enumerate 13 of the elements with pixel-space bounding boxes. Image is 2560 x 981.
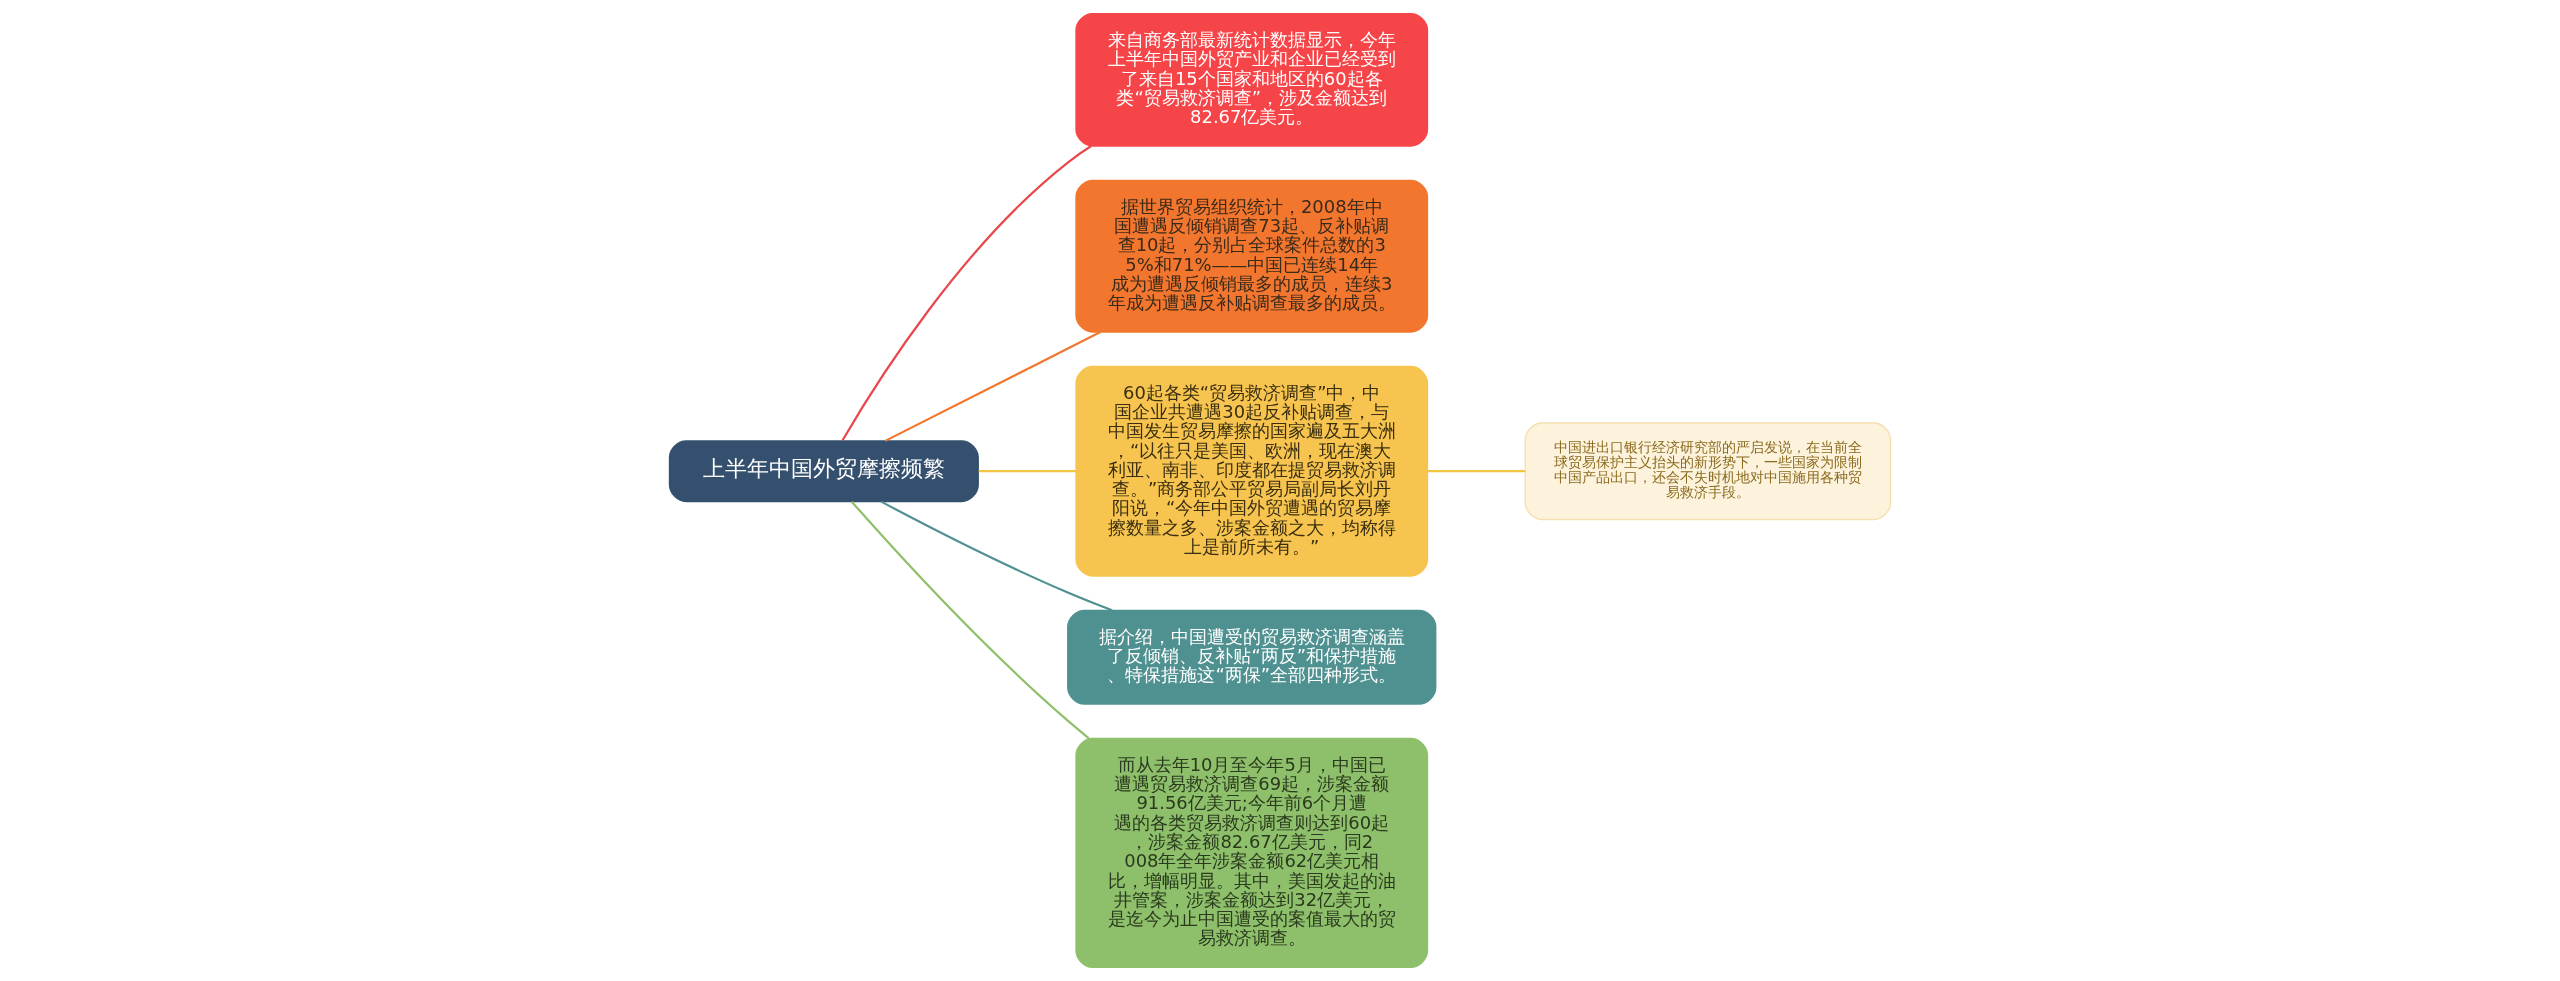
connector [880,500,1113,612]
connector [978,470,1076,473]
connector [850,500,1090,740]
node-box: 而从去年10月至今年5月，中国已遭遇贸易救济调查69起，涉案金额91.56亿美元;今年前6个月遭遇的各类贸易救济调查则达到60起，涉案金额82.67亿美元，同2008年全年涉案金额62亿美元相比，增幅明显。其中，美国发起的油井管案，涉案金额达到32亿美元，是迄今为止中国遭受的案值最大的贸易救济调查。 [1075,737,1429,968]
node-box: 60起各类“贸易救济调查”中，中国企业共遭遇30起反补贴调查，与中国发生贸易摩擦的国家遍及五大洲，“以往只是美国、欧洲，现在澳大利亚、南非、印度都在提贸易救济调查。”商务部公平贸易局副局长刘丹阳说，“今年中国外贸遭遇的贸易摩擦数量之多、涉案金额之大，均称得上是前所未有。” [1075,365,1429,577]
node-box: 来自商务部最新统计数据显示，今年上半年中国外贸产业和企业已经受到了来自15个国家和地区的60起各类“贸易救济调查”，涉及金额达到82.67亿美元。 [1075,13,1429,147]
node-box: 中国进出口银行经济研究部的严启发说，在当前全球贸易保护主义抬头的新形势下，一些国家为限制中国产品出口，还会不失时机地对中国施用各种贸易救济手段。 [1524,422,1892,521]
node-box: 据世界贸易组织统计，2008年中国遭遇反倾销调查73起、反补贴调查10起，分别占全球案件总数的35%和71%——中国已连续14年成为遭遇反倾销最多的成员，连续3年成为遭遇反补贴调查最多的成员。 [1075,179,1429,333]
connector [1427,470,1526,473]
connector [884,331,1101,442]
node-box: 据介绍，中国遭受的贸易救济调查涵盖了反倾销、反补贴“两反”和保护措施、特保措施这“两保”全部四种形式。 [1067,609,1437,705]
node-box: 上半年中国外贸摩擦频繁 [668,440,979,503]
connector [841,145,1092,442]
